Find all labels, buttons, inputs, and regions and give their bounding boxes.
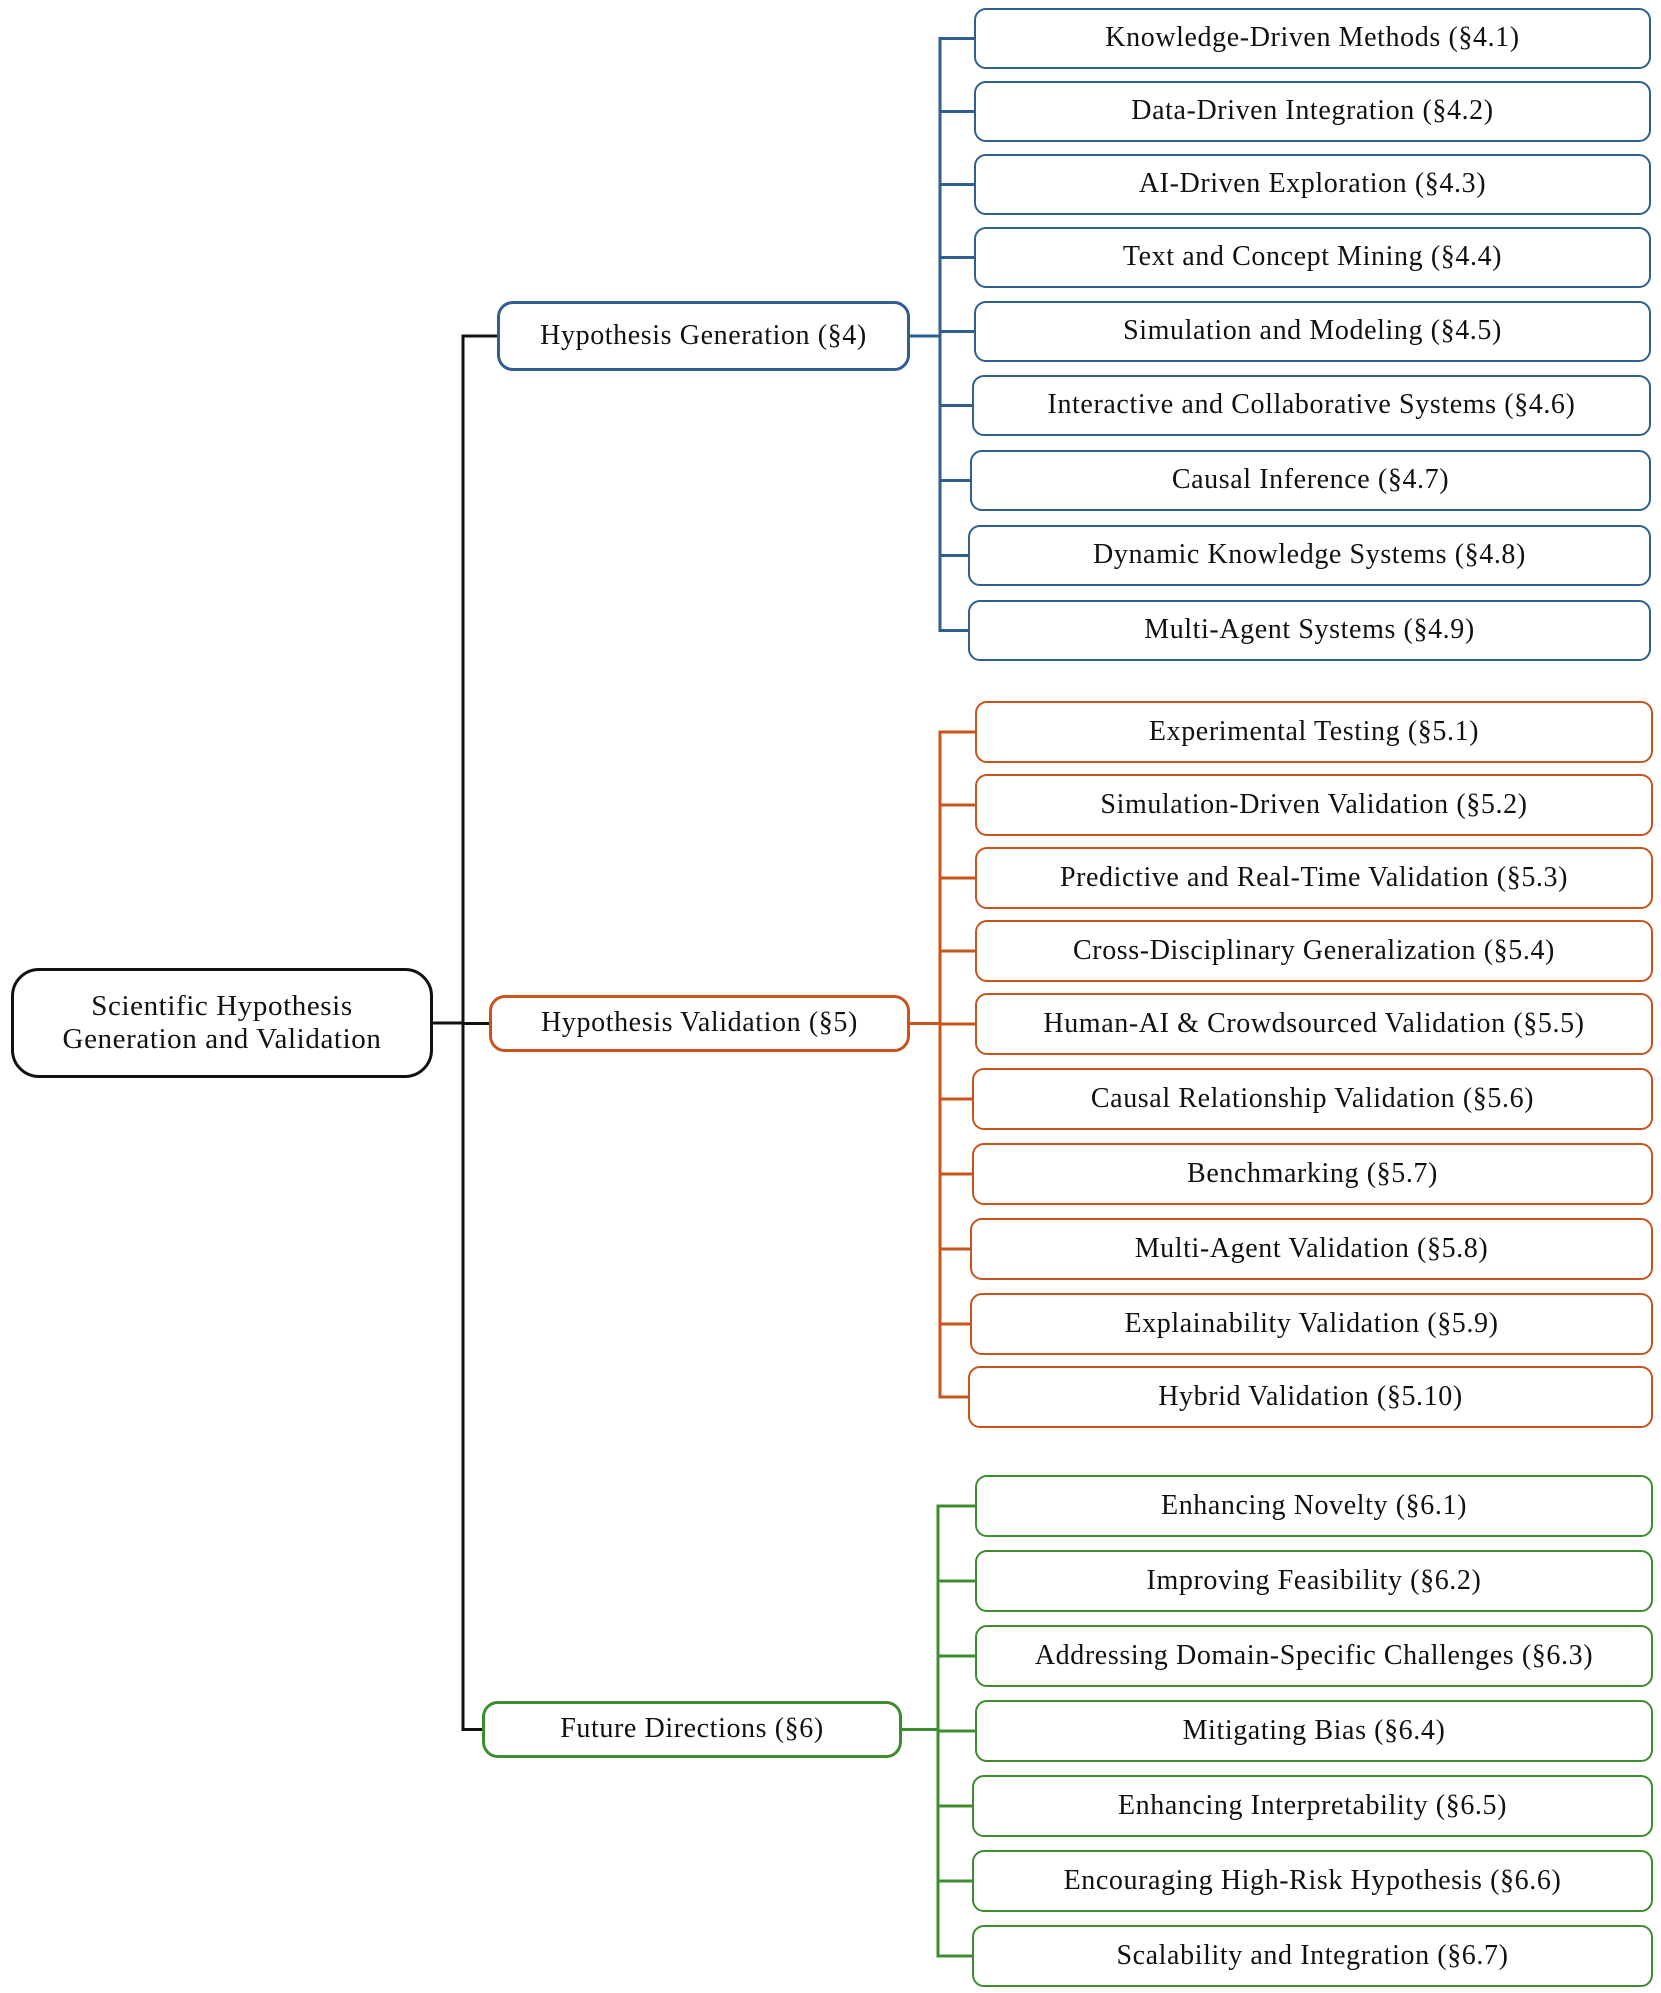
branch-hypothesis-generation: Hypothesis Generation (§4) [497, 301, 910, 371]
leaf-4-9: Multi-Agent Systems (§4.9) [968, 600, 1651, 661]
leaf-4-7: Causal Inference (§4.7) [970, 450, 1651, 511]
leaf-6-7: Scalability and Integration (§6.7) [972, 1925, 1653, 1987]
leaf-5-5: Human-AI & Crowdsourced Validation (§5.5… [975, 993, 1653, 1055]
leaf-6-3: Addressing Domain-Specific Challenges (§… [975, 1625, 1653, 1687]
leaf-6-6: Encouraging High-Risk Hypothesis (§6.6) [972, 1850, 1653, 1912]
leaf-4-8: Dynamic Knowledge Systems (§4.8) [968, 525, 1651, 586]
leaf-4-4: Text and Concept Mining (§4.4) [974, 227, 1651, 288]
leaf-4-6: Interactive and Collaborative Systems (§… [972, 375, 1651, 436]
root-node: Scientific Hypothesis Generation and Val… [11, 968, 433, 1078]
leaf-4-5: Simulation and Modeling (§4.5) [974, 301, 1651, 362]
leaf-6-1: Enhancing Novelty (§6.1) [975, 1475, 1653, 1537]
leaf-5-8: Multi-Agent Validation (§5.8) [970, 1218, 1653, 1280]
leaf-4-2: Data-Driven Integration (§4.2) [974, 81, 1651, 142]
leaf-5-4: Cross-Disciplinary Generalization (§5.4) [975, 920, 1653, 982]
leaf-5-2: Simulation-Driven Validation (§5.2) [975, 774, 1653, 836]
leaf-4-1: Knowledge-Driven Methods (§4.1) [974, 8, 1651, 69]
leaf-5-7: Benchmarking (§5.7) [972, 1143, 1653, 1205]
branch-hypothesis-validation: Hypothesis Validation (§5) [489, 995, 910, 1052]
leaf-6-5: Enhancing Interpretability (§6.5) [972, 1775, 1653, 1837]
leaf-4-3: AI-Driven Exploration (§4.3) [974, 154, 1651, 215]
leaf-6-2: Improving Feasibility (§6.2) [975, 1550, 1653, 1612]
leaf-5-1: Experimental Testing (§5.1) [975, 701, 1653, 763]
leaf-5-3: Predictive and Real-Time Validation (§5.… [975, 847, 1653, 909]
leaf-6-4: Mitigating Bias (§6.4) [975, 1700, 1653, 1762]
branch-future-directions: Future Directions (§6) [482, 1701, 902, 1758]
leaf-5-6: Causal Relationship Validation (§5.6) [972, 1068, 1653, 1130]
leaf-5-10: Hybrid Validation (§5.10) [968, 1366, 1653, 1428]
leaf-5-9: Explainability Validation (§5.9) [970, 1293, 1653, 1355]
